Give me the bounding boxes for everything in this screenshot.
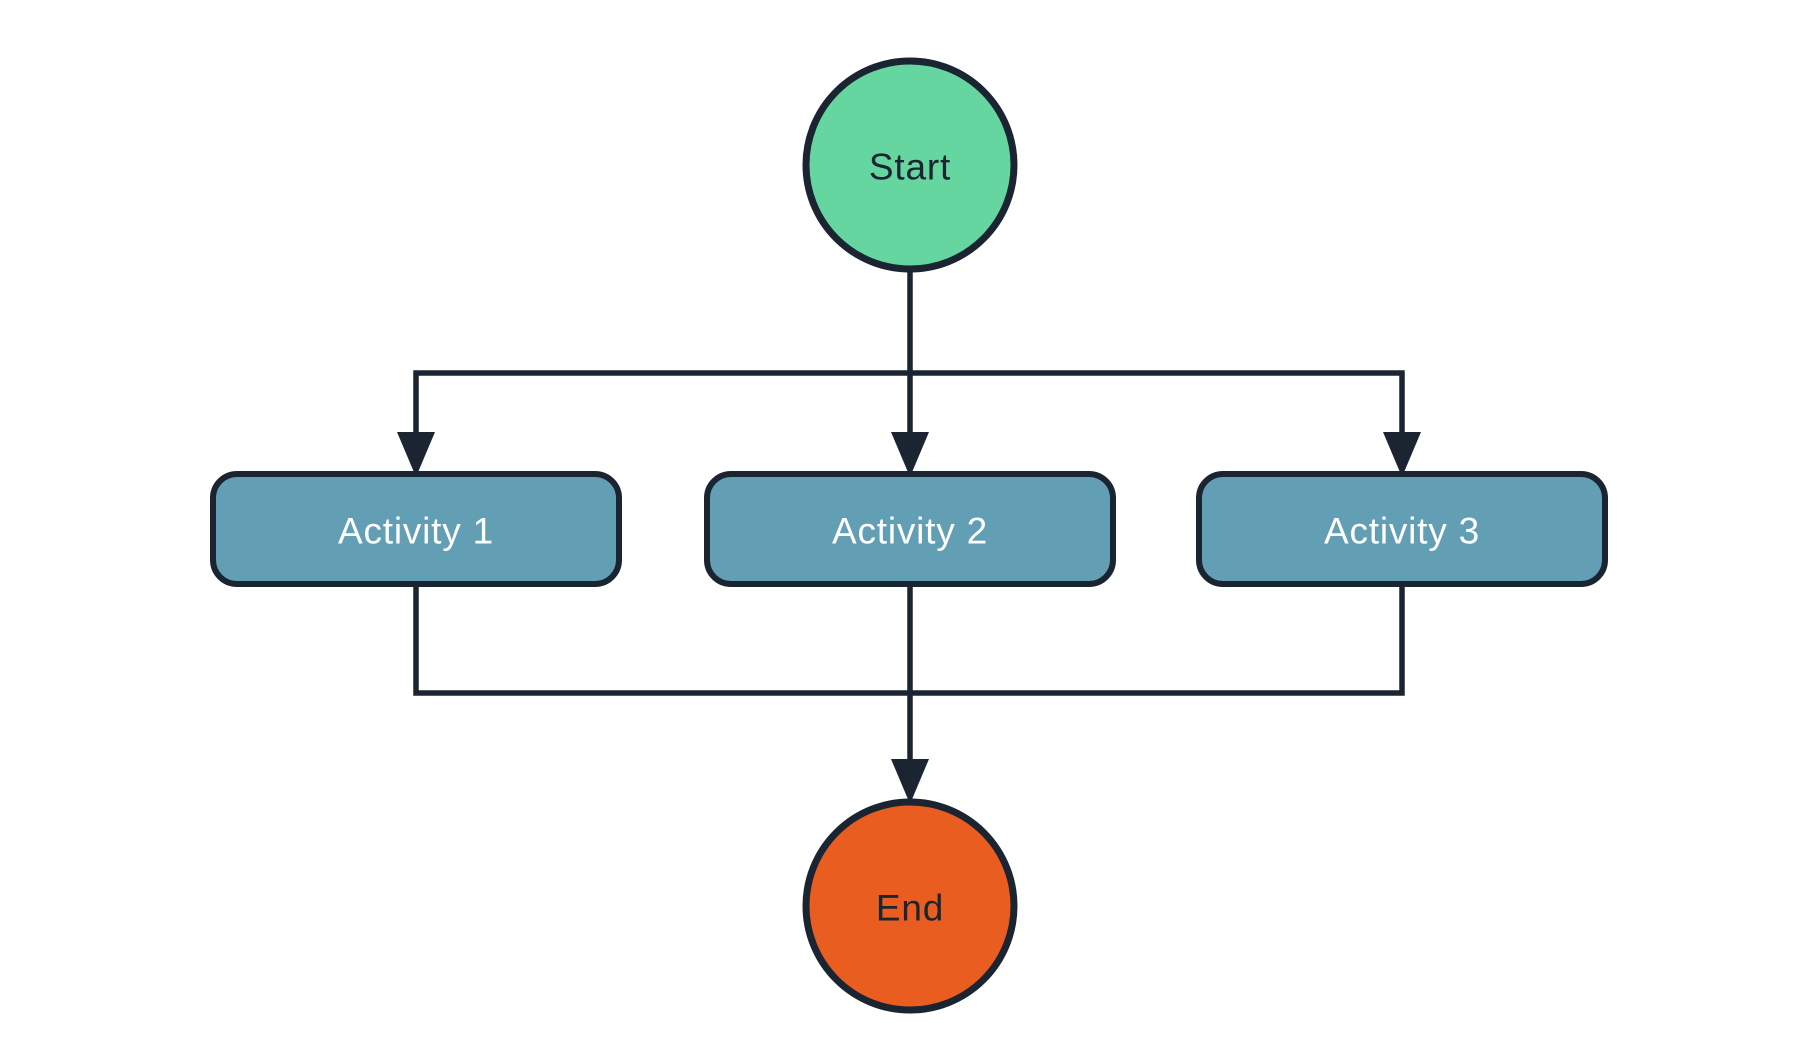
arrowhead-into-activity-1 <box>397 432 435 477</box>
activity-1-rect-shape <box>210 471 622 587</box>
arrowhead-into-activity-2 <box>891 432 929 477</box>
start-label: Start <box>869 147 951 188</box>
activity-2-rect-shape <box>704 471 1116 587</box>
activity-3-rect-shape <box>1196 471 1608 587</box>
activity-2-label: Activity 2 <box>832 511 988 552</box>
edge-group <box>397 269 1421 804</box>
end-label: End <box>876 888 944 929</box>
node-activity-3: Activity 3 <box>1196 471 1608 587</box>
node-activity-1: Activity 1 <box>210 471 622 587</box>
end-circle-shape <box>802 798 1018 1014</box>
node-start: Start <box>802 57 1018 273</box>
activity-3-label: Activity 3 <box>1324 511 1480 552</box>
arrowhead-into-activity-3 <box>1383 432 1421 477</box>
activity-1-label: Activity 1 <box>338 511 494 552</box>
start-circle-shape <box>802 57 1018 273</box>
arrowhead-into-end <box>891 759 929 804</box>
node-activity-2: Activity 2 <box>704 471 1116 587</box>
edge-branch-split <box>413 370 1405 449</box>
node-end: End <box>802 798 1018 1014</box>
